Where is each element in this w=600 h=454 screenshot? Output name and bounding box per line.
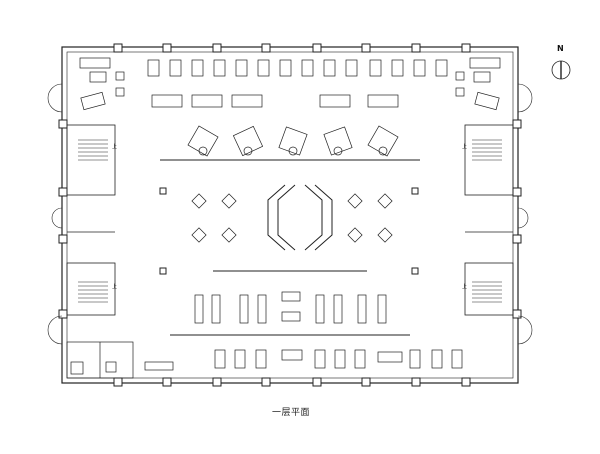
- plan-caption: 一层平面: [272, 408, 311, 418]
- lounge-seating: [79, 57, 501, 111]
- doors: [47, 83, 533, 345]
- stair-core-right: [464, 124, 514, 316]
- bookshelves: [194, 291, 387, 324]
- stair-up-label: 上: [462, 143, 467, 150]
- stair-core-left: [66, 124, 116, 316]
- north-arrow: [551, 60, 571, 80]
- bottom-tables: [214, 349, 463, 369]
- north-label: N: [557, 44, 564, 53]
- cafe-tables: [191, 193, 393, 243]
- armchair-groups: [187, 125, 399, 157]
- chair-sets: [151, 94, 399, 108]
- service-rooms: [66, 341, 174, 379]
- partitions: [160, 159, 420, 336]
- stair-up-label: 上: [462, 283, 467, 290]
- stair-up-label: 上: [112, 283, 117, 290]
- central-feature: [267, 184, 333, 251]
- top-display-tables: [147, 59, 448, 77]
- exterior-walls: [61, 46, 519, 384]
- stair-up-label: 上: [112, 143, 117, 150]
